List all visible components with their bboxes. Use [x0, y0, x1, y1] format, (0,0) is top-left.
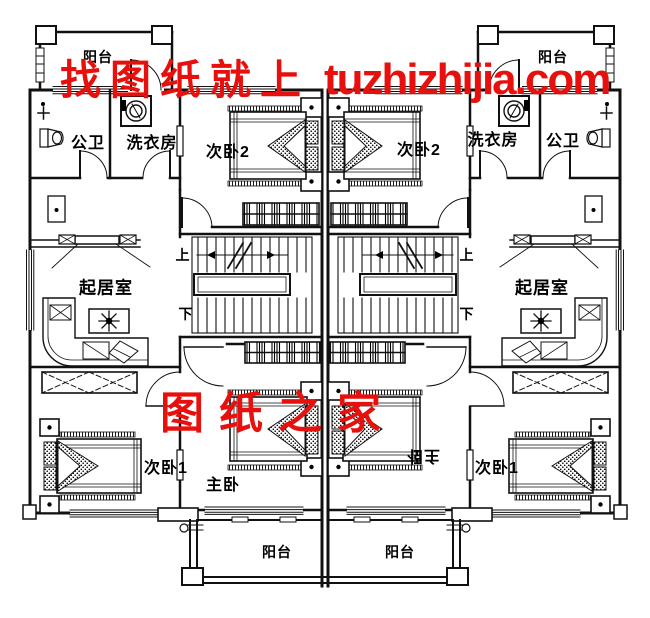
- label-bath-left: 公卫: [70, 135, 106, 152]
- balcony-top-structure: [35, 25, 174, 92]
- label-stairs-down-left: 下: [178, 306, 194, 322]
- staircase: [191, 236, 313, 334]
- window-left-living: [26, 249, 35, 331]
- right-unit: [323, 24, 629, 588]
- watermark-site-url: tuzhizhijia.com: [324, 55, 611, 104]
- balcony-door: [128, 59, 164, 94]
- label-bedroom2-right: 次卧2: [397, 142, 441, 159]
- toilet: [37, 102, 64, 148]
- bed-master: [227, 381, 323, 477]
- label-living-left: 起居室: [79, 278, 133, 298]
- window-bottom-bedroom1: [69, 509, 159, 518]
- label-bedroom1-left: 次卧1: [144, 460, 188, 477]
- door-master: [183, 346, 224, 387]
- watermark-site-banner: 找图纸就上 tuzhizhijia.com: [60, 55, 611, 104]
- label-balcony-bottom-right: 阳台: [385, 544, 415, 560]
- label-master-right: 主卧: [405, 447, 441, 464]
- watermark-logo-text: 图纸之家: [160, 388, 396, 439]
- wardrobe-strip-upper: [242, 202, 320, 226]
- wall-vent-upper: [176, 125, 184, 157]
- door-bath: [79, 150, 108, 179]
- wall-junction-block: [157, 507, 199, 522]
- label-stairs-up-left: 上: [175, 247, 191, 263]
- sofa: [42, 297, 149, 367]
- wardrobe-bedroom1: [41, 371, 138, 394]
- label-laundry-left: 洗衣房: [126, 135, 178, 152]
- label-master-left: 主卧: [205, 477, 241, 494]
- washing-machine: [120, 95, 152, 127]
- label-living-right: 起居室: [515, 278, 569, 298]
- label-bedroom2-left: 次卧2: [206, 144, 250, 161]
- wardrobe-strip-lower: [244, 341, 321, 364]
- window-top-left: [52, 86, 129, 95]
- label-stairs-down-right: 下: [459, 306, 475, 322]
- balcony-bottom-structure: [179, 516, 326, 586]
- label-laundry-right: 洗衣房: [467, 132, 519, 149]
- label-stairs-up-right: 上: [459, 247, 475, 263]
- bed-bedroom2: [227, 97, 323, 192]
- bed-bedroom1: [39, 418, 142, 514]
- window-top-bedroom2: [187, 86, 276, 95]
- door-bedroom1: [145, 371, 181, 407]
- label-balcony-bottom-left: 阳台: [262, 544, 292, 560]
- coffee-table-plant: [88, 308, 130, 334]
- door-bedroom2: [181, 197, 213, 228]
- label-balcony-top-right: 阳台: [538, 49, 568, 65]
- label-bedroom1-right: 次卧1: [475, 460, 519, 477]
- door-laundry: [142, 150, 171, 179]
- left-unit: [22, 25, 326, 588]
- window-bottom-master: [204, 506, 304, 515]
- wall-vent-lower: [176, 449, 184, 481]
- tv-unit: [51, 234, 151, 269]
- hall-closet: [47, 195, 66, 223]
- label-bath-right: 公卫: [545, 133, 581, 150]
- label-balcony-top-left: 阳台: [83, 49, 113, 65]
- watermark-chinese-text: 找图纸就上: [60, 55, 310, 104]
